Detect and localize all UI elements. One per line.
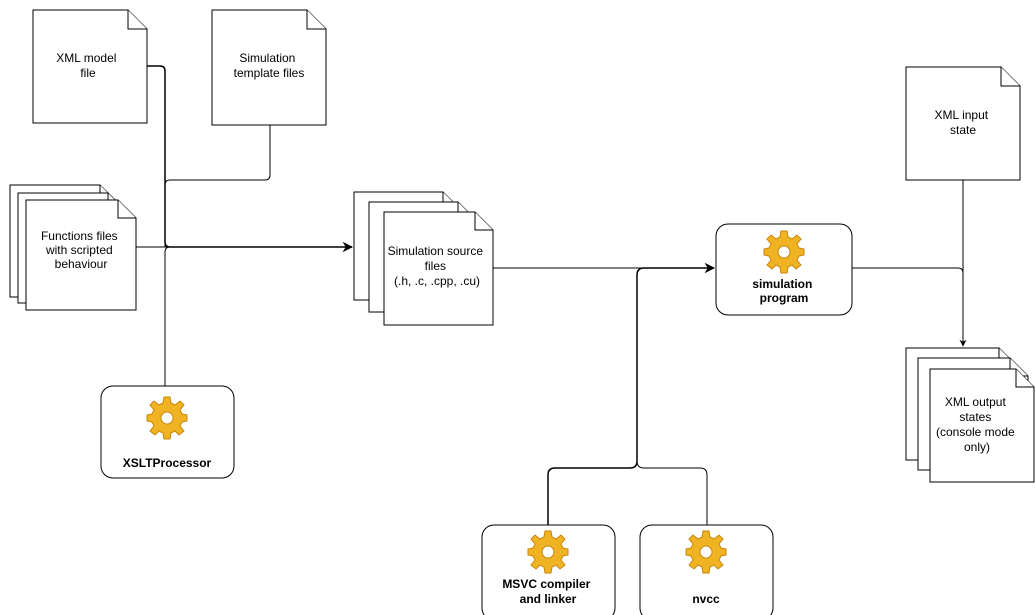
nvcc-node: nvcc xyxy=(639,524,774,615)
msvc-compiler-gear-icon xyxy=(527,530,569,574)
simulation-program-gear-icon xyxy=(763,230,805,274)
functions-files-node: Functions files with scripted behaviour xyxy=(9,184,137,311)
msvc-compiler-line-2: and linker xyxy=(520,592,577,606)
xml-output-states-line-4: only) xyxy=(964,440,990,454)
msvc-compiler-line-1: MSVC compiler xyxy=(502,577,590,591)
simulation-program-node: simulation program xyxy=(715,223,853,316)
svg-text:XML model file: XML model file xyxy=(56,51,120,80)
simulation-source-files-line-2: files xyxy=(425,259,446,273)
connectors xyxy=(136,65,967,525)
nvcc-gear-icon xyxy=(685,530,727,574)
simulation-template-files-line-2: template files xyxy=(234,66,305,80)
functions-files-line-3: behaviour xyxy=(55,257,108,271)
simulation-template-files-line-1: Simulation xyxy=(239,51,295,65)
simulation-program-line-1: simulation xyxy=(752,277,812,291)
simulation-source-files-line-3: (.h, .c, .cpp, .cu) xyxy=(394,274,480,288)
simulation-source-files-line-1: Simulation source xyxy=(388,244,484,258)
edge-msvc-to-program xyxy=(547,262,716,525)
edge-program-to-output xyxy=(852,267,967,347)
xml-output-states-line-1: XML output xyxy=(945,395,1007,409)
xml-output-states-line-3: (console mode xyxy=(936,425,1015,439)
functions-files-line-1: Functions files xyxy=(41,229,118,243)
svg-text:Simulation template file: Simulation template files xyxy=(234,51,305,80)
xml-model-file-node: XML model file xyxy=(32,9,148,124)
simulation-source-files-node: Simulation source files (.h, .c, .cpp, .… xyxy=(353,191,494,326)
xml-output-states-node: XML output states (console mode only) xyxy=(905,347,1035,483)
xml-model-file-line-1: XML model xyxy=(56,51,116,65)
msvc-compiler-node: MSVC compiler and linker xyxy=(481,524,616,615)
edge-nvcc-to-program xyxy=(636,460,708,525)
svg-text:simulation program: simulation program xyxy=(752,277,815,305)
simulation-program-line-2: program xyxy=(760,291,809,305)
xml-input-state-line-2: state xyxy=(950,123,976,137)
nvcc-label: nvcc xyxy=(692,592,720,606)
xml-model-file-line-2: file xyxy=(80,66,96,80)
svg-text:Simulation source files: Simulation source files (.h, .c, .cpp, .… xyxy=(388,244,487,288)
xml-input-state-node: XML input state xyxy=(905,66,1021,181)
svg-text:XML output states: XML output states (console mode only) xyxy=(936,395,1018,454)
xml-input-state-line-1: XML input xyxy=(935,108,989,122)
svg-text:MSVC compiler and linker: MSVC compiler and linker xyxy=(502,577,593,606)
functions-files-line-2: with scripted xyxy=(45,243,113,257)
xslt-processor-label: XSLTProcessor xyxy=(123,456,212,470)
edge-template-to-source xyxy=(164,125,271,247)
simulation-template-files-node: Simulation template files xyxy=(211,9,327,126)
svg-text:Functions files with scr: Functions files with scripted behaviour xyxy=(41,229,121,271)
xslt-processor-gear-icon xyxy=(146,396,188,440)
edge-xslt-to-source xyxy=(164,246,171,386)
xslt-processor-node: XSLTProcessor xyxy=(100,385,235,479)
xml-output-states-line-2: states xyxy=(959,410,991,424)
svg-text:XML input state: XML input state xyxy=(935,108,992,137)
